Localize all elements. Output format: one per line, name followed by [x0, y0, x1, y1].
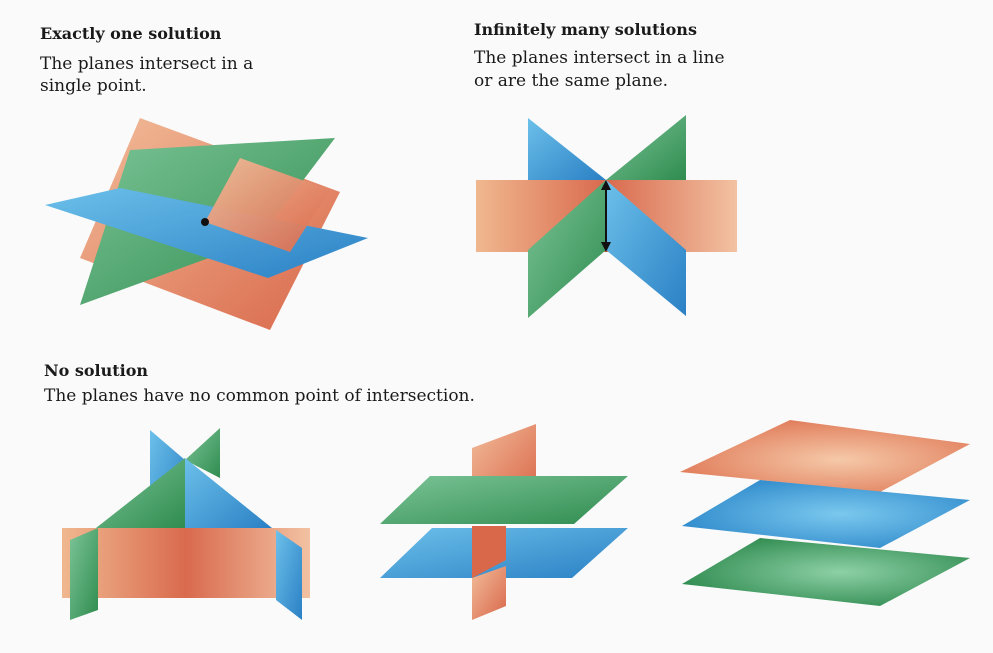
green-plane-right — [185, 428, 220, 478]
green-plane-left — [96, 458, 185, 528]
green-plane-upper — [606, 115, 686, 180]
blue-plane-right — [185, 458, 272, 528]
infinite-solutions-title: Infinitely many solutions — [474, 20, 697, 39]
one-solution-figure — [45, 118, 368, 330]
infinite-solutions-figure — [476, 115, 737, 318]
infinite-solutions-desc-line1: The planes intersect in a line — [474, 48, 725, 68]
no-solution-figure-2 — [380, 424, 628, 620]
green-plane — [682, 538, 970, 606]
orange-plane-bottom — [472, 566, 506, 620]
intersection-line-arrow-top — [601, 180, 611, 190]
blue-plane — [682, 480, 970, 548]
infinite-solutions-desc-line2: or are the same plane. — [474, 71, 669, 91]
orange-plane-middle — [472, 526, 506, 578]
intersection-line-arrow-bottom — [601, 242, 611, 252]
orange-plane-front — [205, 158, 330, 252]
blue-plane — [45, 188, 368, 278]
intersection-point — [201, 218, 209, 226]
one-solution-desc-line2: single point. — [40, 76, 147, 96]
orange-plane — [680, 420, 970, 492]
green-plane — [380, 476, 628, 524]
no-solution-desc: The planes have no common point of inter… — [44, 386, 475, 406]
orange-plane — [62, 528, 310, 598]
no-solution-figure-3 — [680, 420, 970, 606]
green-plane-lower — [528, 180, 606, 318]
blue-plane-right-side — [276, 530, 302, 620]
one-solution-title: Exactly one solution — [40, 24, 222, 43]
blue-plane-upper — [528, 118, 606, 180]
no-solution-title: No solution — [44, 361, 149, 380]
green-plane-left-side — [70, 528, 98, 620]
blue-plane-lower — [606, 180, 686, 316]
one-solution-desc-line1: The planes intersect in a — [40, 54, 254, 74]
no-solution-figure-1 — [62, 428, 310, 620]
